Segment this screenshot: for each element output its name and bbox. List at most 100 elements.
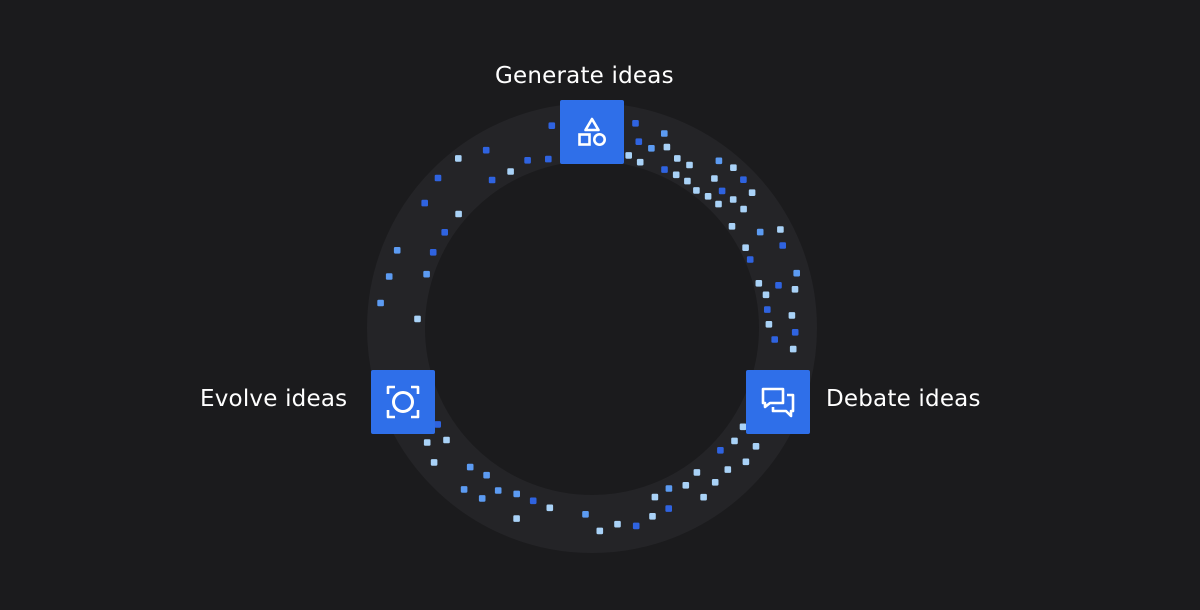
trail-dot	[777, 226, 784, 233]
trail-dot	[455, 155, 462, 162]
trail-dot	[545, 155, 552, 163]
trail-dot	[740, 176, 747, 183]
trail-dot	[682, 482, 690, 489]
trail-dot	[730, 164, 737, 171]
evolve-ideas-node	[371, 370, 435, 434]
trail-dot	[546, 504, 554, 512]
trail-dot	[756, 228, 764, 236]
debate-ideas-node	[746, 370, 810, 434]
trail-dot	[663, 143, 671, 151]
trail-dot	[739, 423, 747, 431]
trail-dot	[651, 493, 659, 501]
generate-ideas-node	[560, 100, 624, 164]
trail-dot	[700, 493, 707, 501]
trail-dot	[507, 168, 514, 175]
trail-dot	[648, 145, 655, 152]
trail-dot	[791, 286, 799, 293]
trail-dot	[764, 306, 771, 313]
trail-dot	[711, 175, 718, 182]
trail-dot	[742, 458, 750, 466]
dot-trail	[377, 120, 800, 535]
trail-dot	[765, 321, 773, 328]
trail-dot	[441, 229, 448, 236]
trail-dot	[755, 280, 763, 287]
trail-dot	[393, 247, 401, 254]
trail-dot	[693, 187, 700, 194]
trail-dot	[665, 505, 672, 512]
trail-dot	[529, 497, 537, 505]
focus-circle-icon	[386, 385, 420, 419]
trail-dot	[478, 495, 486, 502]
trail-dot	[717, 447, 724, 454]
trail-dot	[548, 122, 556, 129]
trail-dot	[482, 146, 490, 154]
trail-dot	[434, 174, 442, 182]
trail-dot	[674, 155, 681, 162]
trail-dot	[684, 177, 691, 185]
trail-dot	[686, 161, 693, 169]
trail-dot	[636, 158, 644, 166]
trail-dot	[494, 487, 502, 494]
trail-dot	[513, 515, 520, 522]
trail-dot	[414, 315, 421, 323]
trail-dot	[460, 486, 468, 493]
trail-dot	[724, 466, 732, 473]
trail-dot	[649, 513, 656, 520]
ring-track	[367, 103, 817, 553]
trail-dot	[625, 152, 632, 159]
trail-dot	[742, 244, 749, 251]
trail-dot	[746, 256, 754, 263]
trail-dot	[752, 443, 760, 450]
trail-dot	[665, 485, 673, 492]
trail-dot	[488, 176, 496, 184]
trail-dot	[582, 511, 589, 518]
chat-bubbles-icon	[761, 387, 795, 418]
trail-dot	[788, 312, 796, 319]
trail-dot	[704, 193, 712, 200]
trail-dot	[423, 439, 431, 446]
trail-dot	[421, 199, 428, 207]
trail-dot	[672, 171, 680, 179]
trail-dot	[513, 490, 520, 498]
trail-dot	[711, 479, 719, 486]
trail-dot	[791, 329, 799, 336]
trail-dot	[443, 436, 450, 444]
trail-dot	[718, 187, 726, 195]
trail-dot	[596, 527, 604, 535]
trail-dot	[466, 463, 474, 471]
trail-dot	[775, 282, 782, 289]
trail-dot	[434, 421, 441, 428]
generate-ideas-label: Generate ideas	[495, 63, 674, 89]
trail-dot	[483, 471, 490, 479]
trail-dot	[731, 437, 738, 445]
trail-dot	[661, 166, 668, 173]
trail-dot	[715, 157, 723, 165]
trail-dot	[729, 196, 737, 203]
trail-dot	[740, 205, 747, 213]
trail-dot	[385, 273, 393, 280]
trail-dot	[423, 270, 430, 278]
trail-dot	[661, 130, 668, 137]
trail-dot	[771, 336, 778, 343]
trail-dot	[693, 469, 701, 476]
trail-dot	[430, 459, 438, 466]
trail-dot	[377, 299, 384, 307]
trail-dot	[429, 249, 437, 256]
shapes-icon	[578, 117, 606, 146]
trail-dot	[715, 200, 722, 208]
trail-dot	[632, 522, 640, 530]
trail-dot	[789, 345, 797, 353]
trail-dot	[614, 520, 621, 528]
trail-dot	[728, 223, 736, 230]
debate-ideas-label: Debate ideas	[826, 386, 981, 412]
trail-dot	[635, 138, 643, 145]
trail-dot	[748, 189, 756, 196]
evolve-ideas-label: Evolve ideas	[200, 386, 348, 412]
trail-dot	[762, 291, 770, 299]
trail-dot	[455, 210, 462, 218]
trail-dot	[524, 157, 531, 164]
trail-dot	[793, 269, 800, 277]
trail-dot	[779, 242, 786, 249]
